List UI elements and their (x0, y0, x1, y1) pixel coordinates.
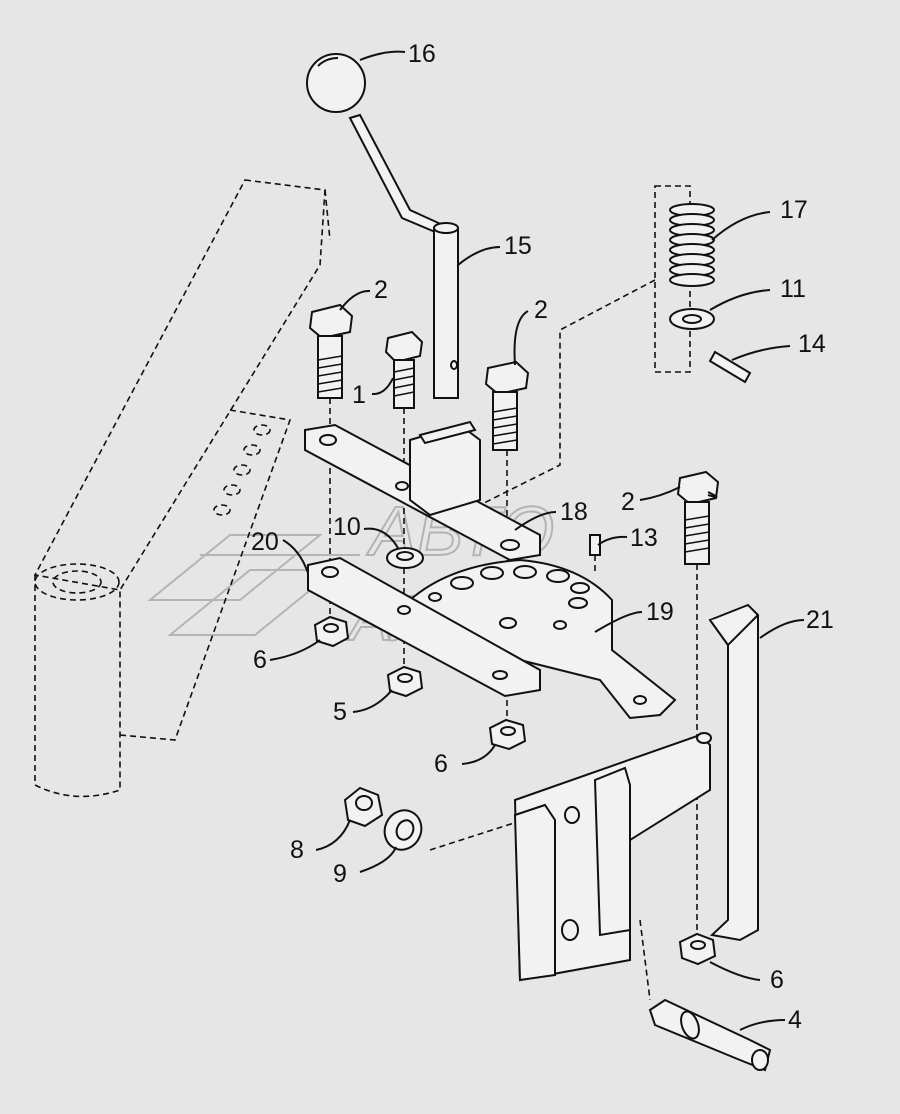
lever-part-15 (348, 113, 459, 399)
plate-part-19 (409, 558, 677, 720)
plate-part-20 (307, 556, 541, 698)
callout-8: 8 (290, 836, 304, 864)
stud-part-4 (648, 998, 772, 1072)
callout-19: 19 (646, 598, 674, 626)
nut-part-8 (343, 786, 384, 828)
spring-part-17 (669, 203, 715, 287)
callout-14: 14 (798, 330, 826, 358)
callout-16: 16 (408, 40, 436, 68)
callout-2-right: 2 (534, 296, 548, 324)
pin-part-14 (708, 350, 752, 384)
callout-6-right: 6 (770, 966, 784, 994)
callout-2-left: 2 (374, 276, 388, 304)
mounting-block (513, 732, 712, 982)
knob-part-16 (306, 53, 366, 113)
bolt-part-2-right (484, 360, 530, 451)
nut-part-6-left (313, 615, 350, 648)
callout-13: 13 (630, 524, 658, 552)
callout-17: 17 (780, 196, 808, 224)
nut-part-5 (386, 665, 424, 698)
spring-assembly (469, 185, 752, 511)
callout-9: 9 (333, 860, 347, 888)
washer-part-9 (383, 809, 423, 851)
pin-part-13 (589, 534, 601, 556)
callout-15: 15 (504, 232, 532, 260)
washer-part-11 (669, 308, 715, 330)
callout-10: 10 (333, 513, 361, 541)
callout-leaders (269, 50, 805, 1031)
callout-labels: 16 17 15 11 14 2 2 2 1 18 13 10 20 19 21… (251, 40, 834, 1034)
bolt-part-2-left (308, 303, 354, 399)
callout-1: 1 (352, 381, 366, 409)
callout-21: 21 (806, 606, 834, 634)
bolt-part-1 (384, 330, 424, 409)
callout-18: 18 (560, 498, 588, 526)
phantom-arm (33, 179, 331, 798)
washer-part-10 (386, 547, 424, 569)
callout-6-middle: 6 (434, 750, 448, 778)
bolt-part-2-far-right (676, 470, 720, 565)
plate-part-18 (304, 420, 541, 562)
nut-part-6-middle (488, 718, 527, 751)
callout-6-left: 6 (253, 646, 267, 674)
callout-4: 4 (788, 1006, 802, 1034)
callout-11: 11 (780, 275, 806, 303)
bracket-part-21 (708, 603, 759, 942)
callout-20: 20 (251, 528, 279, 556)
nut-part-6-right (678, 932, 717, 966)
callout-2-far-right: 2 (621, 488, 635, 516)
callout-5: 5 (333, 698, 347, 726)
